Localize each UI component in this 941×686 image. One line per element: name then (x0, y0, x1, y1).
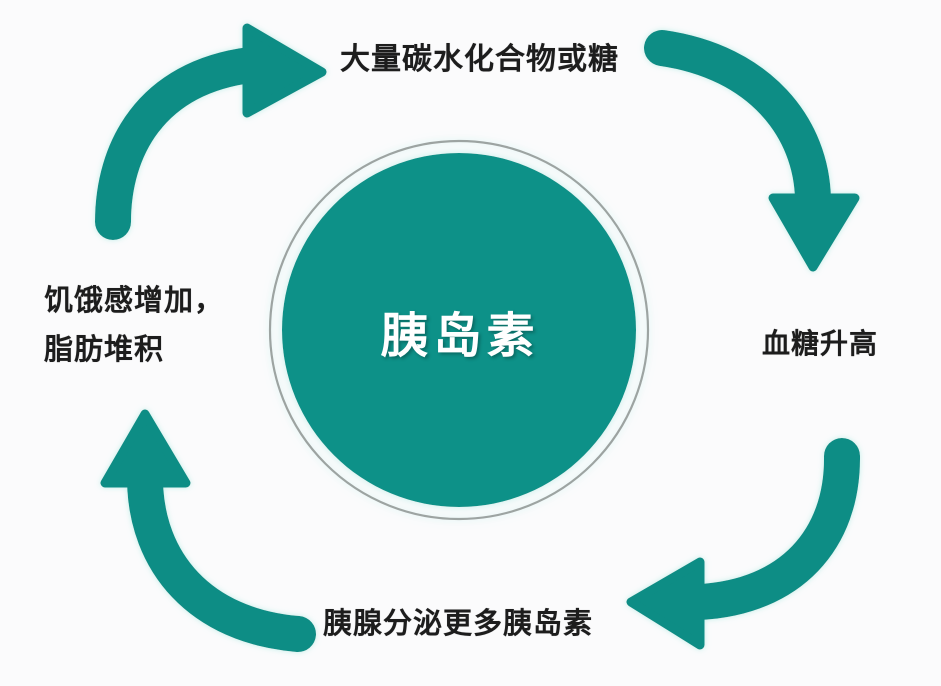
center-circle-group (268, 139, 650, 521)
center-circle-fill (282, 153, 636, 507)
top-left-arrow-head (242, 23, 327, 118)
bottom-right-arrow (626, 438, 861, 650)
bottom-left-arrow-head (100, 409, 191, 488)
node-label-right: 血糖升高 (762, 328, 879, 359)
node-label-top: 大量碳水化合物或糖 (340, 43, 619, 76)
top-left-arrow-shaft (95, 47, 268, 240)
top-right-arrow-head (768, 193, 860, 272)
node-label-left: 饥饿感增加， 脂肪堆积 (44, 285, 225, 367)
top-left-arrow (95, 23, 327, 240)
bottom-left-arrow (100, 409, 316, 652)
top-right-arrow-shaft (644, 30, 831, 218)
bottom-left-arrow-shaft (127, 462, 316, 652)
bottom-right-arrow-head (626, 557, 705, 650)
center-circle-outer-ring (268, 139, 650, 521)
node-label-bottom: 胰腺分泌更多胰岛素 (323, 608, 594, 640)
top-right-arrow (644, 30, 860, 272)
bottom-right-arrow-shaft (682, 438, 861, 620)
